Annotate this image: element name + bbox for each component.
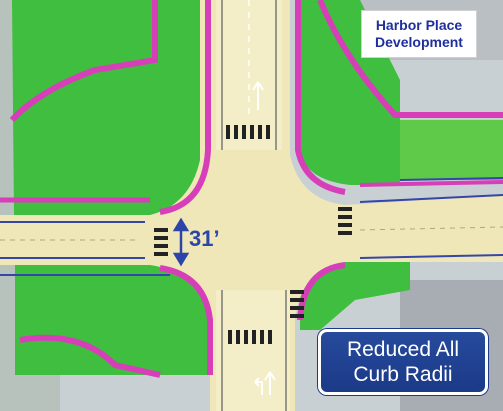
callout-line-1: Reduced All xyxy=(346,338,460,361)
curb-sw-radius xyxy=(159,265,213,375)
dimension-label: 31’ xyxy=(189,226,220,251)
title-line-1: Harbor Place xyxy=(375,17,463,33)
crosswalk-east xyxy=(338,207,352,235)
east-center-line xyxy=(359,226,503,231)
curb-nw-radius xyxy=(159,0,211,215)
callout-line-2: Curb Radii xyxy=(353,363,453,386)
east-lane-line-1 xyxy=(359,194,503,203)
east-lane-line-3 xyxy=(399,177,503,181)
south-approach xyxy=(216,290,290,411)
curb-sw-outer xyxy=(19,334,161,378)
curb-east-north xyxy=(359,180,503,187)
green-area-nw xyxy=(12,0,210,215)
green-strip-east xyxy=(400,120,503,180)
crosswalk-southeast xyxy=(290,290,304,318)
green-area-sw xyxy=(15,265,210,375)
curb-ne-outer xyxy=(317,0,503,118)
development-title-box: Harbor Place Development xyxy=(361,10,477,58)
title-line-2: Development xyxy=(375,34,463,50)
reduced-curb-radii-callout: Reduced All Curb Radii xyxy=(318,329,488,395)
green-area-se xyxy=(300,262,410,330)
curb-ne-radius xyxy=(295,0,346,195)
crosswalk-west xyxy=(154,228,168,256)
crosswalk-north xyxy=(226,125,270,139)
lane-arrow-left-straight-icon xyxy=(254,371,276,395)
curb-nw-outer xyxy=(9,0,158,123)
east-lane-line-2 xyxy=(359,254,503,259)
lane-arrow-north-icon xyxy=(252,81,264,110)
dimension-arrow xyxy=(172,217,190,267)
curb-se-radius xyxy=(297,262,346,321)
crosswalk-south xyxy=(228,330,272,344)
